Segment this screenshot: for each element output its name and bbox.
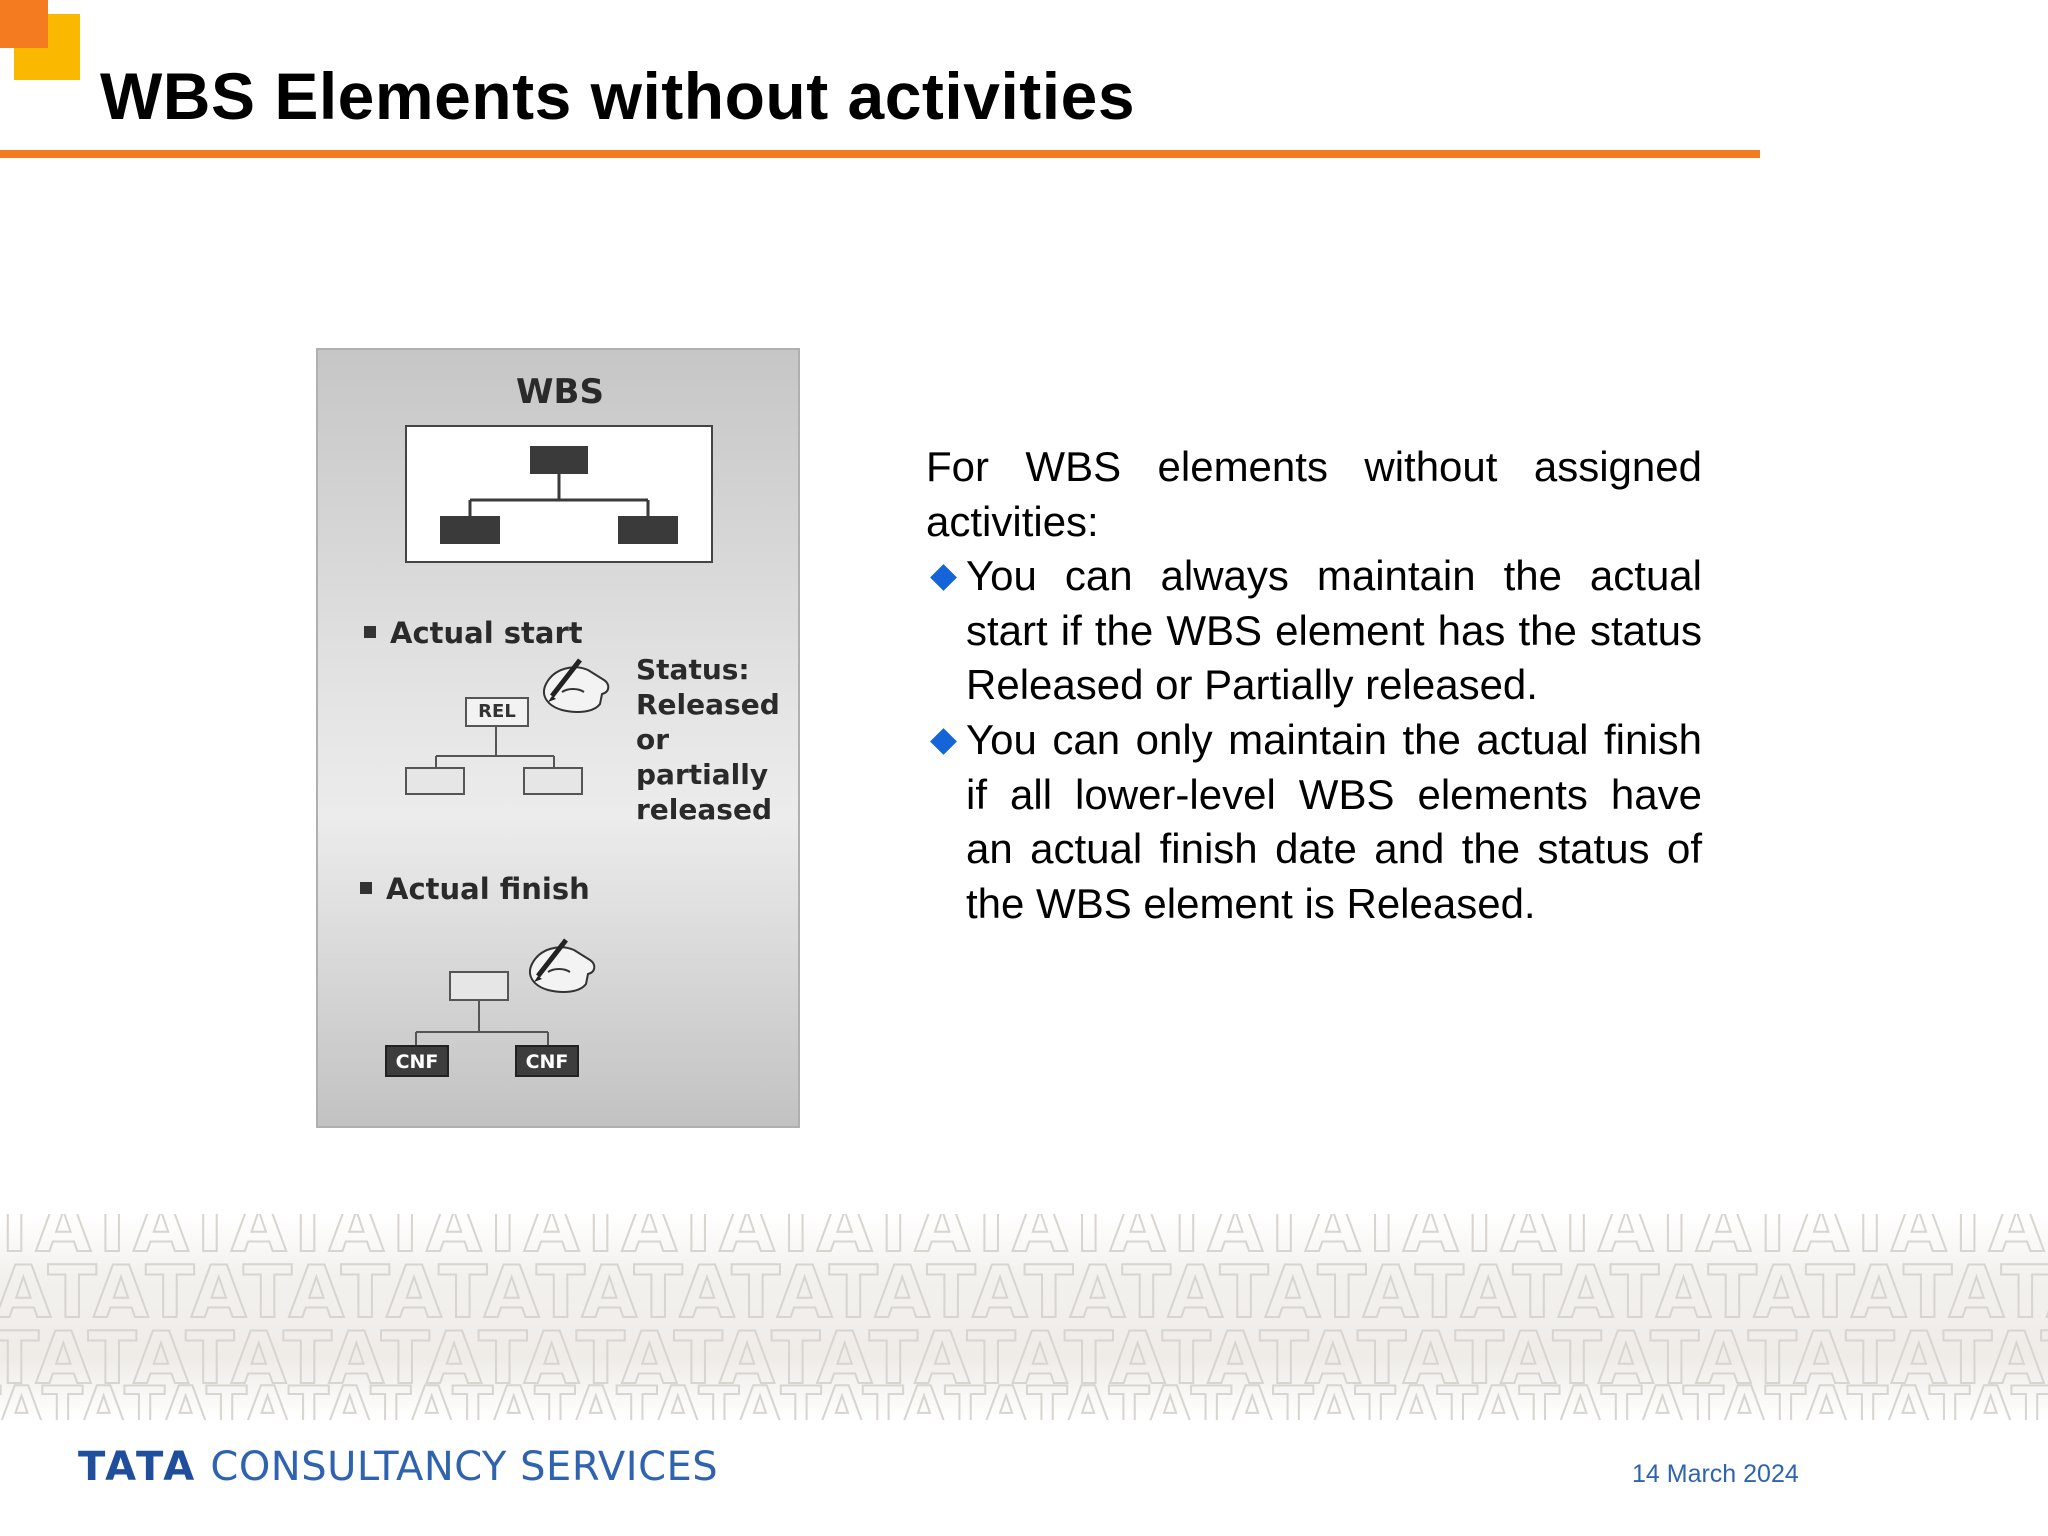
finish-parent-node: [449, 971, 509, 1001]
wbs-diagram-graphic: [385, 425, 713, 1077]
status-line: partially: [636, 758, 769, 791]
rel-badge: REL: [478, 701, 516, 722]
explanation-text: For WBS elements without assigned activi…: [926, 440, 1702, 931]
slide-title: WBS Elements without activities: [100, 59, 1136, 133]
brand-name: CONSULTANCY SERVICES: [210, 1444, 719, 1490]
cnf-badge: CNF: [395, 1051, 439, 1073]
diamond-bullet-icon: [930, 728, 957, 755]
start-child-node: [523, 767, 583, 795]
square-bullet-icon: [360, 882, 372, 894]
brand-tata: TATA: [78, 1444, 198, 1490]
pattern-row: TATATATATATATATATATATATATATATATATATATATA…: [0, 1373, 2048, 1420]
title-divider: [0, 150, 1760, 158]
hand-pen-icon: [529, 938, 596, 993]
status-note: Status: Released or partially released: [636, 652, 780, 827]
bullet-item: You can always maintain the actual start…: [926, 549, 1702, 713]
wbs-illustration: WBS Actual start REL Status: Released or…: [316, 348, 800, 1128]
company-logo-text: TATA CONSULTANCY SERVICES: [78, 1444, 718, 1490]
wbs-heading: WBS: [516, 372, 604, 412]
pattern-row: TATATATATATATATATATATATATATATATATATATATA…: [0, 1315, 2048, 1401]
status-line: Status:: [636, 653, 750, 686]
hierarchy-child-node: [440, 516, 500, 544]
hierarchy-child-node: [618, 516, 678, 544]
actual-finish-label: Actual finish: [386, 872, 590, 906]
hierarchy-root-node: [530, 446, 588, 474]
hand-pen-icon: [543, 658, 610, 713]
intro-paragraph: For WBS elements without assigned activi…: [926, 443, 1702, 545]
slide-date: 14 March 2024: [1632, 1460, 1799, 1488]
bullet-text: You can only maintain the actual finish …: [966, 715, 1702, 927]
cnf-badge: CNF: [525, 1051, 569, 1073]
status-line: released: [636, 793, 772, 826]
square-bullet-icon: [364, 626, 376, 638]
bullet-item: You can only maintain the actual finish …: [926, 713, 1702, 931]
pattern-row: TATATATATATATATATATATATATATATATATATATATA…: [0, 1214, 2048, 1269]
pattern-row: TATATATATATATATATATATATATATATATATATATATA…: [0, 1249, 2048, 1335]
status-line: or: [636, 723, 670, 756]
cnf-node: [515, 1045, 579, 1077]
cnf-node: [385, 1045, 449, 1077]
logo-square-orange: [0, 0, 48, 48]
tata-pattern-band: TATATATATATATATATATATATATATATATATATATATA…: [0, 1214, 2048, 1420]
diamond-bullet-icon: [930, 564, 957, 592]
status-line: Released: [636, 688, 780, 721]
start-child-node: [405, 767, 465, 795]
bullet-text: You can always maintain the actual start…: [966, 552, 1702, 709]
actual-start-label: Actual start: [390, 616, 583, 650]
